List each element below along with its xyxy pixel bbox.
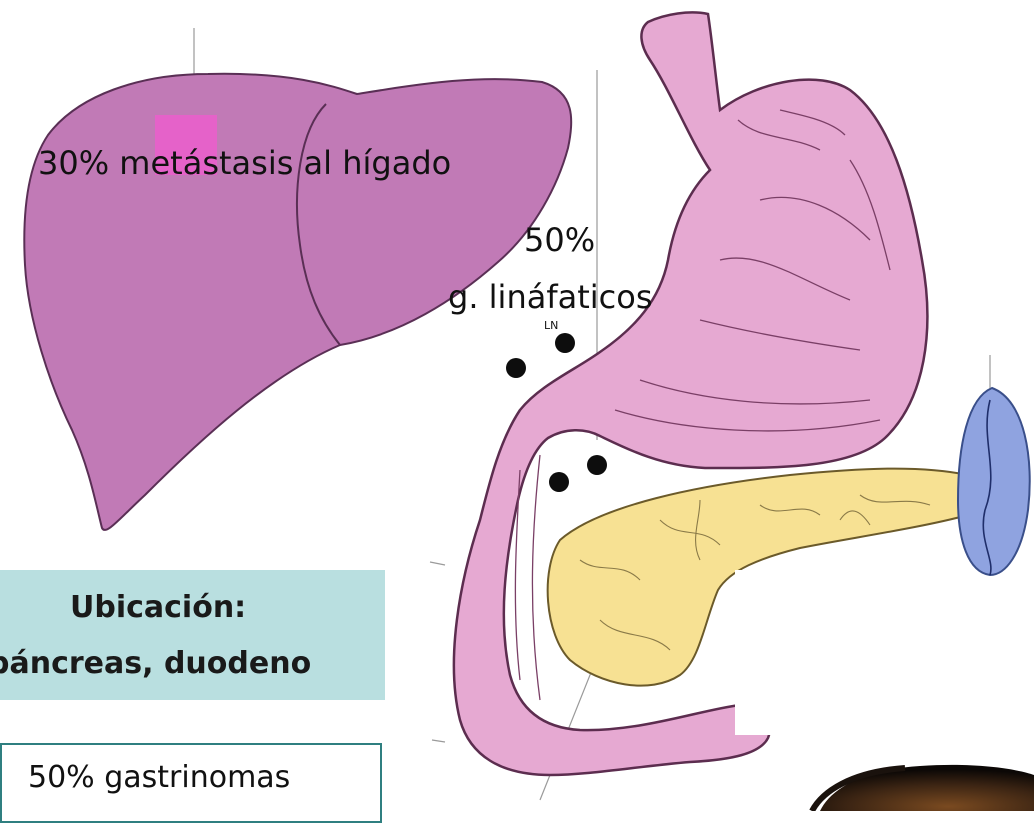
- lymph-node-label: g. lináfaticos: [448, 278, 652, 316]
- endoscopy-image-fragment: [688, 765, 1034, 811]
- lymph-node-dot: [555, 333, 575, 353]
- location-value: páncreas, duodeno: [0, 646, 311, 681]
- lymph-node-dot: [506, 358, 526, 378]
- gastrinoma-label: 50% gastrinomas: [28, 760, 290, 795]
- lymph-node-dot: [587, 455, 607, 475]
- lymph-node-percent: 50%: [524, 221, 595, 259]
- lymph-node-dot: [549, 472, 569, 492]
- location-title: Ubicación:: [70, 590, 246, 625]
- whiteout-patch: [735, 570, 1034, 735]
- spleen-shape: [958, 388, 1030, 575]
- ln-tag: LN: [544, 319, 558, 332]
- liver-metastasis-label: 30% metástasis al hígado: [38, 144, 451, 182]
